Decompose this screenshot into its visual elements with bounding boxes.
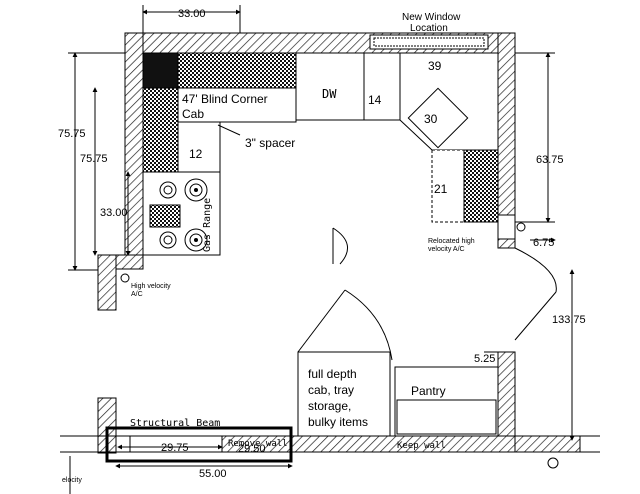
corner-block xyxy=(142,52,179,89)
dim-beam-small: 29.50 xyxy=(238,443,266,455)
high-velocity-label-2: A/C xyxy=(131,291,143,298)
blind-corner-label-2: Cab xyxy=(182,107,204,121)
high-velocity-label: High velocity xyxy=(131,283,171,290)
left-wall-lower xyxy=(97,254,117,311)
dw-cab xyxy=(295,52,365,121)
structural-beam-label: Structural Beam xyxy=(130,418,220,429)
ac-left-icon xyxy=(120,273,130,283)
dim-pantry-gap: 5.25 xyxy=(474,353,495,365)
floor-drain-icon xyxy=(547,457,559,469)
ac-right-icon xyxy=(516,222,526,232)
relocated-label: Relocated high xyxy=(428,238,475,245)
dim-right-upper: 63.75 xyxy=(536,154,564,166)
gas-range-label: Gas Range xyxy=(202,198,213,252)
full-depth-label-3: storage, xyxy=(308,399,351,413)
new-window xyxy=(369,34,489,50)
dimension-lines xyxy=(68,5,575,494)
velocity-cut-label: elocity xyxy=(62,477,82,484)
spacer-label: 3" spacer xyxy=(245,136,295,150)
keep-wall-label: Keep wall xyxy=(397,441,446,451)
cab-21 xyxy=(431,149,465,223)
cab12-label: 12 xyxy=(189,147,203,161)
remove-wall-label: Remove wall xyxy=(228,439,288,449)
full-depth-label-1: full depth xyxy=(308,367,357,381)
new-window-label: New Window xyxy=(402,12,461,23)
blind-corner-cab xyxy=(177,87,297,123)
dim-right-long: 133.75 xyxy=(552,314,586,326)
spacer-leader xyxy=(217,124,241,136)
dim-top-width: 33.00 xyxy=(178,8,206,20)
beam-left-post xyxy=(115,435,131,453)
new-window-label-2: Location xyxy=(410,23,448,34)
dim-right-small: 6.75 xyxy=(533,237,554,249)
dw-label: DW xyxy=(322,87,337,101)
cab-12 xyxy=(177,121,221,173)
structural-beam xyxy=(105,426,293,463)
remove-wall xyxy=(221,435,291,453)
cab30-label: 30 xyxy=(424,112,438,126)
dim-left-outer: 75.75 xyxy=(58,128,86,140)
door-swings xyxy=(297,227,557,361)
relocated-label-2: velocity A/C xyxy=(428,246,465,253)
dim-bottom-width: 55.00 xyxy=(199,468,227,480)
right-ac-block xyxy=(497,214,516,240)
pantry xyxy=(394,366,499,437)
cab-14 xyxy=(363,52,401,121)
full-depth-label-4: bulky items xyxy=(308,415,368,429)
pantry-label: Pantry xyxy=(411,384,446,398)
cab21-label: 21 xyxy=(434,182,448,196)
new-window-inner xyxy=(373,37,485,47)
full-depth-cab xyxy=(297,351,391,437)
full-depth-label-2: cab, tray xyxy=(308,383,354,397)
range-burners xyxy=(149,178,208,252)
pantry-inner xyxy=(396,399,497,435)
dim-left-range: 33.00 xyxy=(100,207,128,219)
cab14-label: 14 xyxy=(368,93,382,107)
dim-left-inner: 75.75 xyxy=(80,153,108,165)
bottom-right-ext xyxy=(514,435,581,453)
cab39-label: 39 xyxy=(428,59,442,73)
sink xyxy=(407,87,469,149)
dim-beam-span: 29.75 xyxy=(161,442,189,454)
blind-corner-label: 47' Blind Corner xyxy=(182,92,268,106)
cab-21-hatch xyxy=(463,149,499,223)
